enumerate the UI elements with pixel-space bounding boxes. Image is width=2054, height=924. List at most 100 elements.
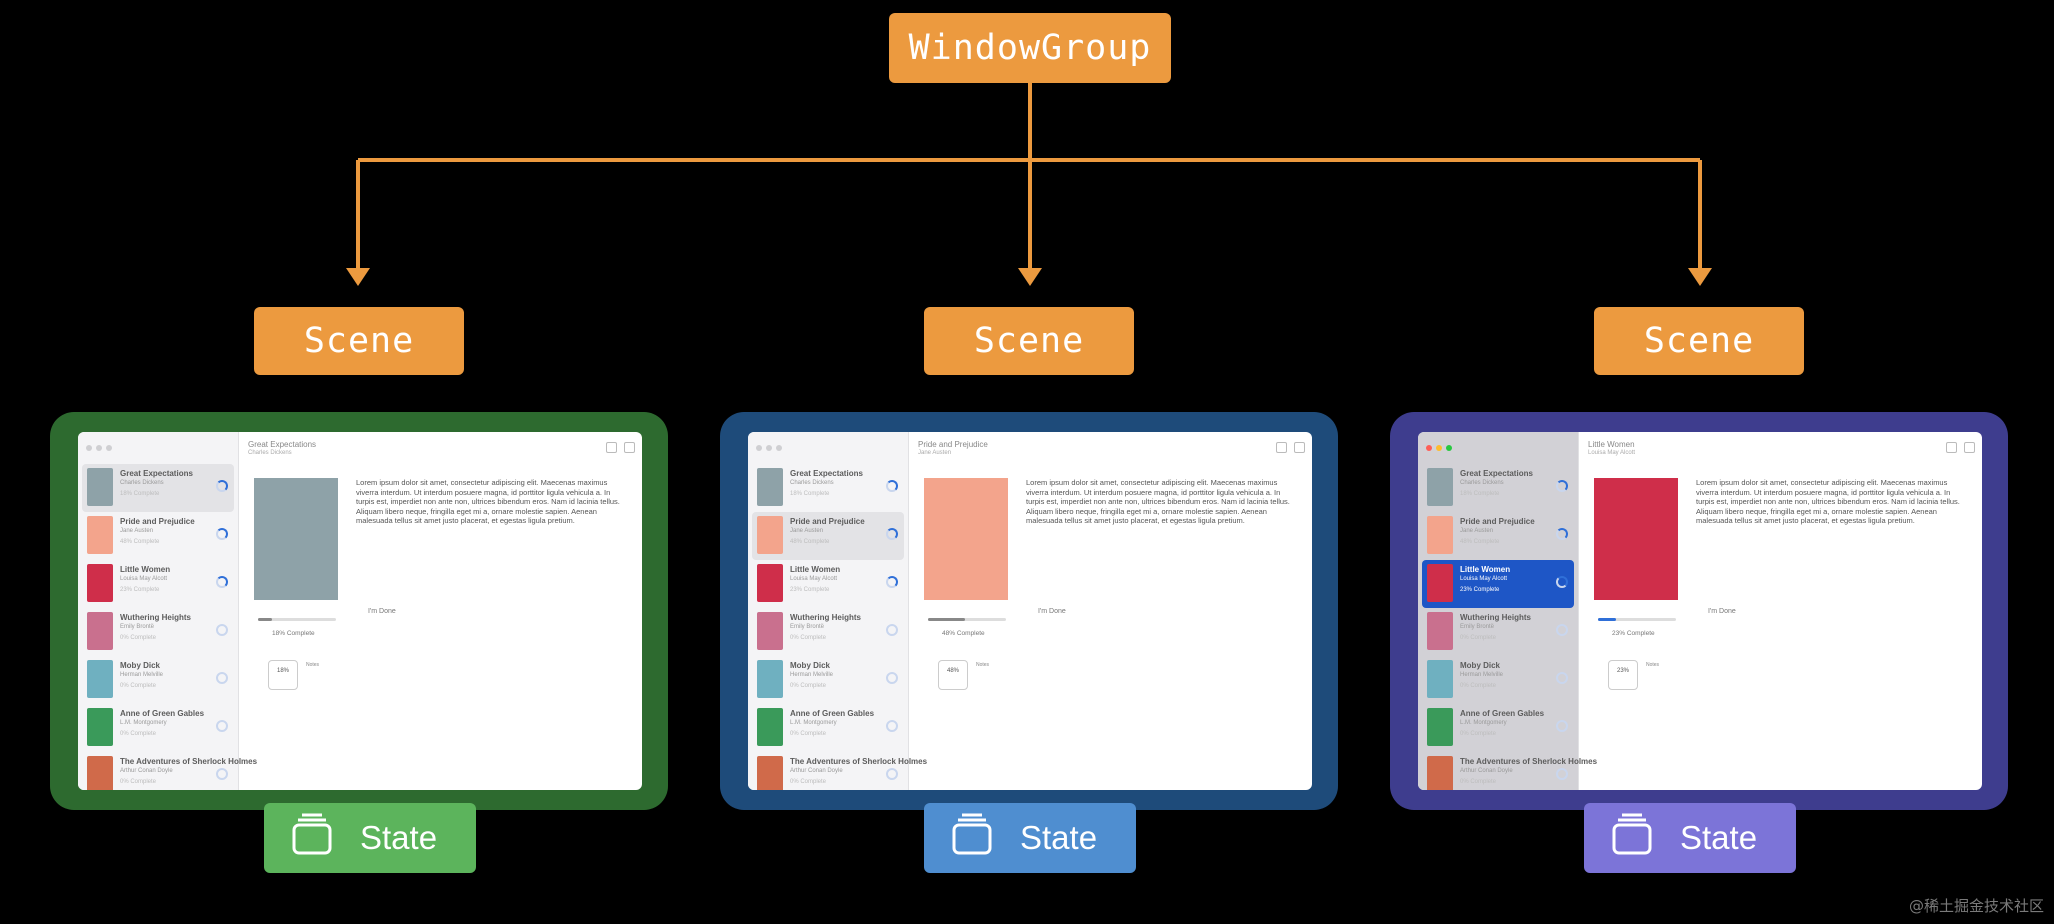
im-done-checkbox[interactable]: I'm Done	[368, 608, 396, 615]
book-status: 0% Complete	[120, 635, 157, 641]
progress-ring-icon	[886, 720, 898, 732]
book-title: The Adventures of Sherlock Holmes	[120, 757, 258, 766]
progress-ring-icon	[216, 576, 228, 588]
close-button[interactable]	[86, 445, 92, 451]
book-cover-thumbnail	[1427, 660, 1453, 698]
book-status: 18% Complete	[1460, 491, 1500, 497]
book-title: Moby Dick	[790, 661, 831, 670]
book-cover-thumbnail	[87, 756, 113, 790]
book-cover-thumbnail	[87, 612, 113, 650]
book-status: 0% Complete	[1460, 731, 1497, 737]
window-controls[interactable]	[756, 445, 782, 451]
book-title: Little Women	[1460, 565, 1511, 574]
close-button[interactable]	[1426, 445, 1432, 451]
minimize-button[interactable]	[766, 445, 772, 451]
reading-progress-bar	[928, 618, 1006, 621]
notes-badge[interactable]: 48%	[938, 660, 968, 690]
arrow-left	[346, 268, 370, 286]
window-controls[interactable]	[1426, 445, 1452, 451]
share-icon[interactable]	[624, 442, 635, 453]
progress-ring-icon	[886, 576, 898, 588]
book-cover-thumbnail	[757, 660, 783, 698]
book-status: 0% Complete	[120, 683, 157, 689]
share-icon[interactable]	[1964, 442, 1975, 453]
zoom-button[interactable]	[106, 445, 112, 451]
notes-label: Notes	[976, 662, 990, 668]
share-icon[interactable]	[1294, 442, 1305, 453]
progress-ring-icon	[216, 624, 228, 636]
book-title: Anne of Green Gables	[790, 709, 875, 718]
im-done-checkbox[interactable]: I'm Done	[1038, 608, 1066, 615]
book-title: Great Expectations	[790, 469, 863, 478]
complete-text: 23% Complete	[1612, 630, 1655, 637]
reading-progress-bar	[258, 618, 336, 621]
scene-node-1: Scene	[254, 307, 464, 375]
notes-toolbar-icon[interactable]	[1276, 442, 1287, 453]
book-status: 0% Complete	[120, 731, 157, 737]
book-status: 0% Complete	[790, 683, 827, 689]
notes-badge[interactable]: 23%	[1608, 660, 1638, 690]
book-title: Great Expectations	[120, 469, 193, 478]
notes-badge[interactable]: 18%	[268, 660, 298, 690]
zoom-button[interactable]	[776, 445, 782, 451]
book-title: Anne of Green Gables	[1460, 709, 1545, 718]
book-author: Herman Melville	[790, 672, 834, 678]
book-author: Arthur Conan Doyle	[790, 768, 843, 774]
minimize-button[interactable]	[1436, 445, 1442, 451]
detail-subtitle: Charles Dickens	[248, 450, 292, 456]
im-done-checkbox[interactable]: I'm Done	[1708, 608, 1736, 615]
book-cover-thumbnail	[757, 468, 783, 506]
book-author: Herman Melville	[1460, 672, 1504, 678]
progress-ring-icon	[1556, 672, 1568, 684]
progress-ring-icon	[886, 480, 898, 492]
minimize-button[interactable]	[96, 445, 102, 451]
state-node-3: State	[1584, 803, 1796, 873]
book-title: Great Expectations	[1460, 469, 1533, 478]
progress-ring-icon	[886, 624, 898, 636]
book-cover-thumbnail	[87, 564, 113, 602]
close-button[interactable]	[756, 445, 762, 451]
book-author: Arthur Conan Doyle	[1460, 768, 1513, 774]
book-status: 0% Complete	[790, 635, 827, 641]
notes-toolbar-icon[interactable]	[606, 442, 617, 453]
book-author: Jane Austen	[120, 528, 154, 534]
book-cover-thumbnail	[757, 564, 783, 602]
window-controls[interactable]	[86, 445, 112, 451]
scene-node-3: Scene	[1594, 307, 1804, 375]
windowgroup-node: WindowGroup	[889, 13, 1171, 83]
stack-icon	[1610, 811, 1654, 865]
book-status: 0% Complete	[1460, 683, 1497, 689]
detail-subtitle: Jane Austen	[918, 450, 952, 456]
book-cover-thumbnail	[757, 516, 783, 554]
progress-ring-icon	[216, 720, 228, 732]
progress-ring-icon	[1556, 720, 1568, 732]
zoom-button[interactable]	[1446, 445, 1452, 451]
notes-toolbar-icon[interactable]	[1946, 442, 1957, 453]
book-status: 18% Complete	[120, 491, 160, 497]
